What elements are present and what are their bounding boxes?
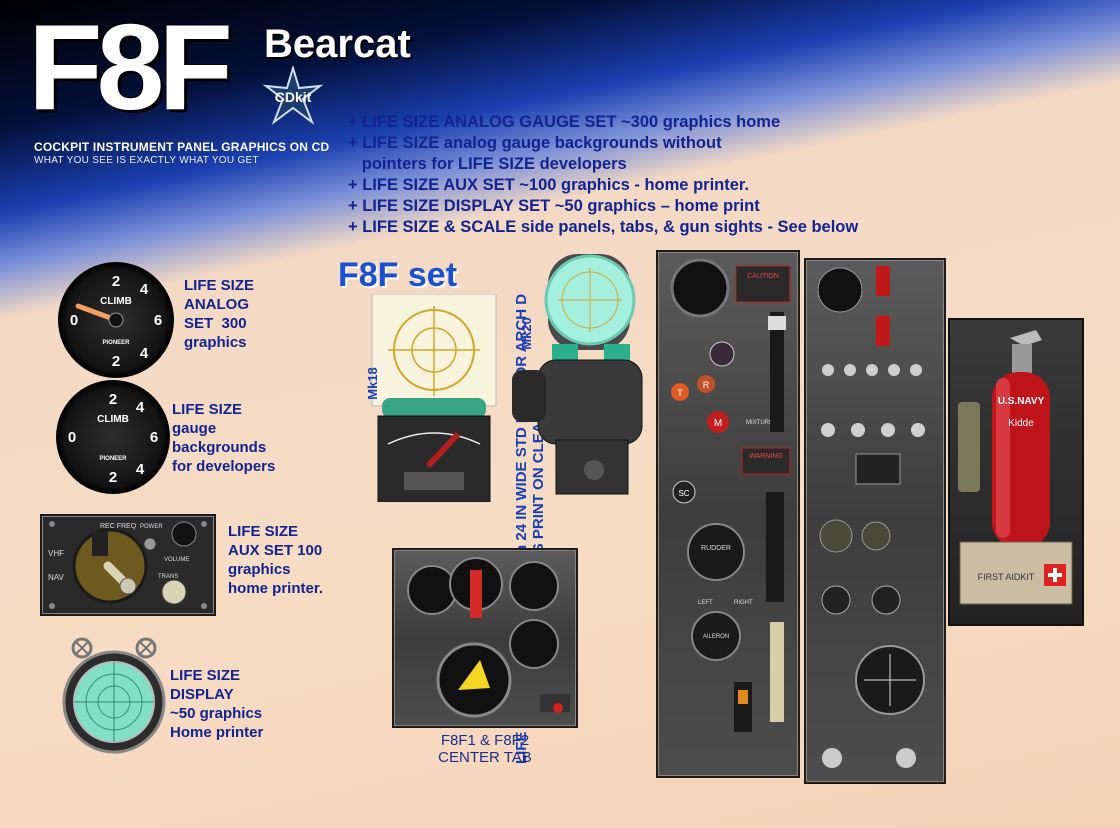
aux-volume: VOLUME [164,557,189,563]
cdkit-star-badge: CDkit [262,64,324,128]
vhf-nav-aux-panel: REC FREQ VHF NAV POWER VOLUME TRANS [40,514,216,616]
aux-side-label: NAV [48,573,65,582]
logo-f8f: F8F [28,0,233,135]
subtitle-cockpit: COCKPIT INSTRUMENT PANEL GRAPHICS ON CD [34,140,330,154]
feature-item: pointers for LIFE SIZE developers [348,155,627,173]
feature-item: + LIFE SIZE analog gauge backgrounds wit… [348,134,722,152]
subtitle-tagline: WHAT YOU SEE IS EXACTLY WHAT YOU GET [34,155,259,166]
warning-label: WARNING [749,453,783,460]
right-label: RIGHT [734,600,753,606]
feature-item: + LIFE SIZE ANALOG GAUGE SET ~300 graphi… [348,113,781,131]
aux-power: POWER [140,524,163,530]
title-bearcat: Bearcat [264,22,411,66]
right-side-console [804,258,946,784]
radar-display-scope [62,636,166,754]
gauge-number: 0 [68,429,76,446]
feature-list: + LIFE SIZE ANALOG GAUGE SET ~300 graphi… [348,112,858,238]
r-knob-label: R [703,380,710,390]
aux-title: REC FREQ [100,523,137,530]
m-knob-label: M [714,418,722,429]
gauge-maker: PIONEER [99,456,127,462]
fire-extinguisher-panel: U.S.NAVY Kidde FIRST AIDKIT [948,318,1084,626]
center-tab-caption: F8F1 & F8F2 CENTER TAB [438,732,532,766]
gauge-number: 6 [150,429,158,446]
feature-item: + LIFE SIZE & SCALE side panels, tabs, &… [348,218,859,236]
gauge-number: 0 [70,312,78,329]
feature-item: + LIFE SIZE AUX SET ~100 graphics - home… [348,176,749,194]
left-side-console: CAUTION T R M SC MIXTURE WARNING RUDDER … [656,250,800,778]
aux-side-label: VHF [48,549,64,558]
caution-label: CAUTION [747,273,779,280]
cdkit-label: CDkit [275,89,312,105]
f8f-set-title: F8F set [338,256,458,294]
gauge-number: 6 [154,312,162,329]
first-aid-kit-label: FIRST AIDKIT [978,572,1035,582]
gauge-number: 4 [140,281,149,298]
mixture-label: MIXTURE [746,420,773,426]
feature-item: + LIFE SIZE DISPLAY SET ~50 graphics – h… [348,197,760,215]
gauge-number: 2 [109,391,117,408]
gauge-title: CLIMB [100,296,132,307]
mk20-gunsight [508,250,648,512]
mk18-label: Mk18 [364,367,380,400]
gauge-number: 4 [136,399,145,416]
climb-gauge-background: 2 4 6 0 4 2 CLIMB PIONEER [56,380,170,494]
gauge-number: 2 [109,469,117,486]
sc-label: SC [678,489,689,498]
rudder-label: RUDDER [701,545,731,552]
aileron-label: AILERON [703,634,729,640]
gauge-number: 2 [112,273,120,290]
center-tab-panel [392,548,578,728]
extinguisher-maker: Kidde [1008,418,1034,429]
gauge-number: 4 [136,461,145,478]
gauge-number: 4 [140,345,149,362]
gauge-number: 2 [112,353,120,370]
left-label: LEFT [698,600,713,606]
gauge-title: CLIMB [97,414,129,425]
mk18-gunsight [368,293,500,503]
extinguisher-brand: U.S.NAVY [998,396,1045,407]
climb-gauge-with-pointer: 2 4 6 0 4 2 CLIMB PIONEER [58,262,174,378]
mk20-label: Mk20 [518,317,534,350]
aux-trans: TRANS [158,574,178,580]
t-knob-label: T [677,388,683,398]
gauge-maker: PIONEER [102,340,130,346]
